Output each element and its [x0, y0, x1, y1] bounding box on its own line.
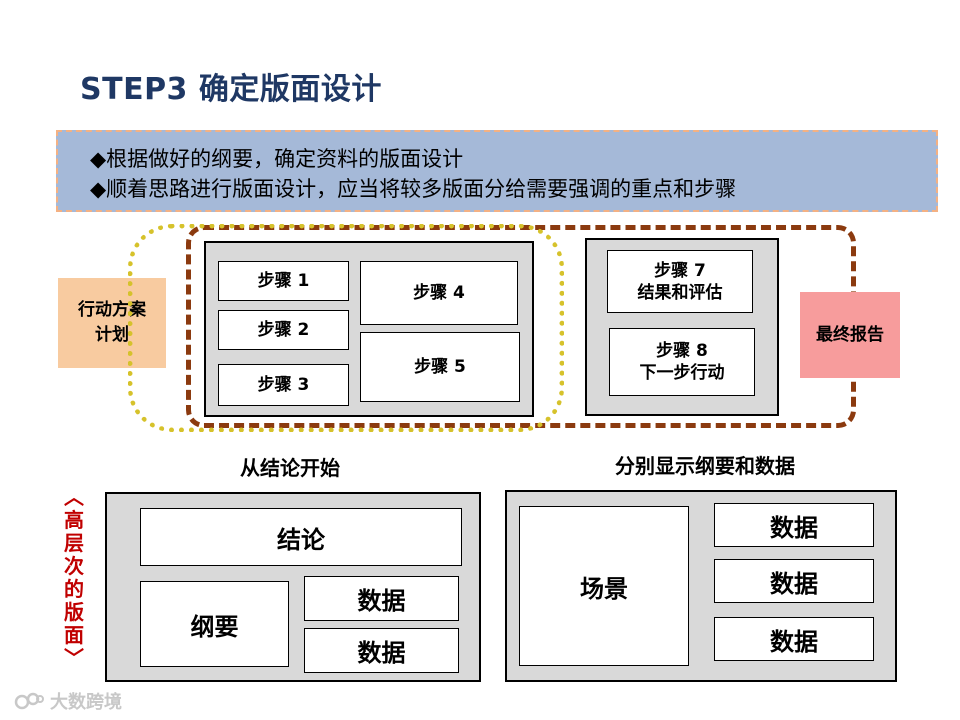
- step-7-box: 步骤 7 结果和评估: [607, 250, 753, 313]
- watermark: 大数跨境: [14, 688, 122, 714]
- data-box-right-1: 数据: [714, 503, 874, 547]
- data-box-right-3: 数据: [714, 617, 874, 661]
- watermark-text: 大数跨境: [50, 692, 122, 713]
- instruction-banner: ◆根据做好的纲要，确定资料的版面设计 ◆顺着思路进行版面设计，应当将较多版面分给…: [56, 130, 938, 212]
- label-open-bracket: ︿: [64, 485, 84, 509]
- banner-line-2: ◆顺着思路进行版面设计，应当将较多版面分给需要强调的重点和步骤: [90, 177, 737, 201]
- label-close-bracket: ﹀: [64, 646, 84, 670]
- watermark-logo-icon: [14, 692, 44, 710]
- label-char: 面: [64, 623, 84, 647]
- step-2-box: 步骤 2: [218, 310, 349, 350]
- data-box-right-2: 数据: [714, 559, 874, 603]
- step-8-box: 步骤 8 下一步行动: [609, 328, 755, 396]
- label-char: 的: [64, 577, 84, 601]
- outline-box: 纲要: [140, 581, 289, 667]
- scene-box: 场景: [519, 506, 689, 666]
- caption-outline-and-data: 分别显示纲要和数据: [615, 454, 795, 478]
- label-char: 层: [64, 531, 84, 555]
- data-box-left-2: 数据: [304, 628, 459, 673]
- yellow-dotted-outline: [128, 224, 564, 432]
- banner-line-1: ◆根据做好的纲要，确定资料的版面设计: [90, 147, 464, 171]
- final-report-box: 最终报告: [800, 292, 900, 378]
- label-char: 次: [64, 554, 84, 578]
- label-char: 版: [64, 600, 84, 624]
- high-level-layout-label: ︿ 高层次的版面 ﹀: [60, 486, 88, 670]
- step-5-box: 步骤 5: [360, 332, 520, 402]
- page-title: STEP3 确定版面设计: [80, 72, 382, 107]
- conclusion-box: 结论: [140, 508, 462, 566]
- data-box-left-1: 数据: [304, 576, 459, 621]
- label-text: 高层次的版面: [60, 509, 88, 647]
- step-4-box: 步骤 4: [360, 261, 518, 325]
- step-1-box: 步骤 1: [218, 261, 349, 301]
- caption-start-with-conclusion: 从结论开始: [240, 456, 340, 480]
- label-char: 高: [64, 508, 84, 532]
- step-3-box: 步骤 3: [218, 364, 349, 406]
